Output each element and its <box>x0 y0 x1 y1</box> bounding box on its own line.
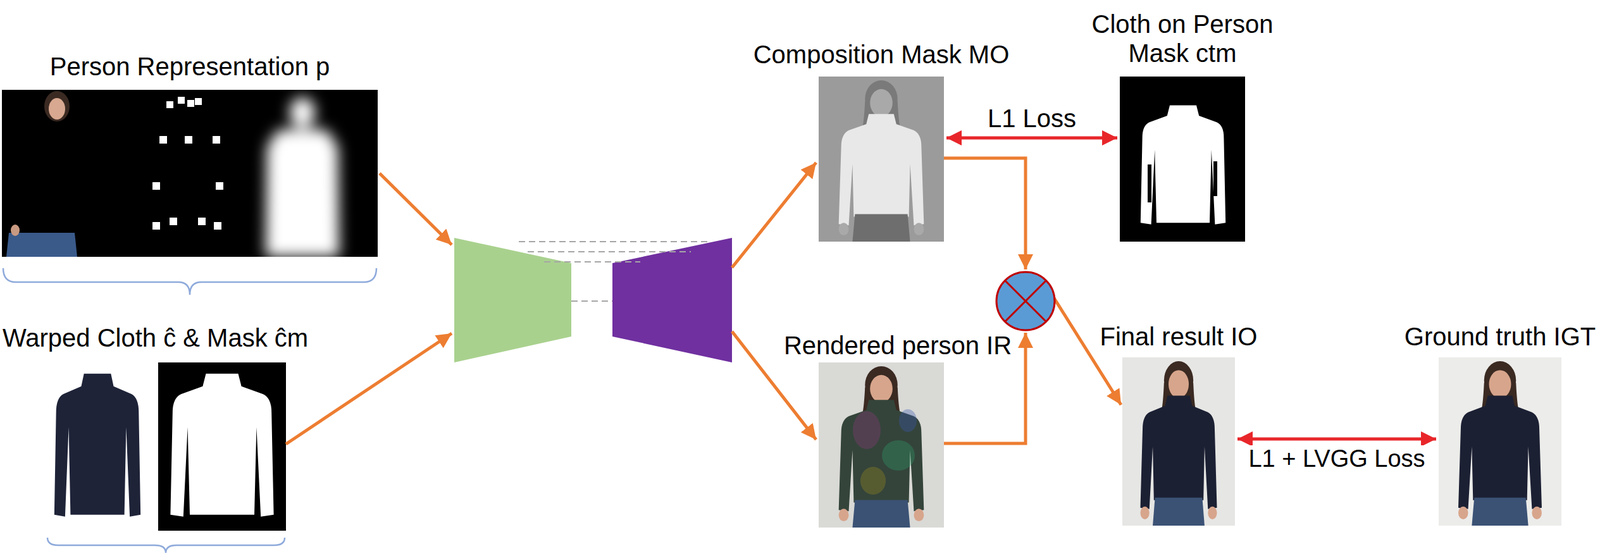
composition-mask-image: Composition Mask MO <box>818 76 944 242</box>
blurred-body-shape <box>265 97 340 257</box>
person-representation-panel: Person Representation p <box>1 89 378 257</box>
node-heading: Person Representation p <box>49 51 331 81</box>
node-heading: Rendered person IR <box>783 330 1012 360</box>
final-result-image: Final result IO <box>1122 357 1235 526</box>
mask-gap <box>1147 164 1152 203</box>
loss-label: L1 + LVGG Loss <box>1245 445 1428 474</box>
node-heading: Ground truth IGT <box>1404 322 1596 352</box>
face <box>48 98 66 120</box>
composition-mask-picture <box>818 76 944 242</box>
warped-cloth-images <box>46 362 286 531</box>
cloth-image <box>46 362 149 531</box>
group-bracket <box>3 268 377 295</box>
hand <box>10 224 20 236</box>
warped-cloth-panel: Warped Cloth ĉ & Mask ĉm <box>46 362 286 531</box>
loss-arrow <box>946 136 1118 140</box>
jeans <box>6 232 78 257</box>
mask-sweater <box>170 373 274 517</box>
loss-arrow <box>1237 437 1437 441</box>
final-result-picture <box>1122 357 1235 526</box>
flow-arrows <box>285 158 1122 445</box>
render-noise <box>852 409 917 495</box>
skip-connections <box>518 241 710 302</box>
rendered-person-picture <box>818 362 944 528</box>
node-heading: Final result IO <box>1100 322 1258 352</box>
cloth-mask-image <box>158 362 286 531</box>
ground-truth-picture <box>1438 357 1562 526</box>
encoder <box>454 237 572 363</box>
rendered-person-image: Rendered person IR <box>818 362 944 528</box>
node-heading: Cloth on Person Mask ctm <box>1078 9 1287 68</box>
cloth-on-person-mask-shape <box>1140 105 1226 224</box>
decoder <box>612 237 732 363</box>
cloth-sweater <box>54 373 141 517</box>
multiply-symbol <box>996 272 1055 331</box>
cloth-mask-image: Cloth on Person Mask ctm <box>1119 76 1246 242</box>
cloth-on-person-mask-picture <box>1119 76 1246 242</box>
pose-keypoints <box>152 96 224 230</box>
loss-label: L1 Loss <box>985 103 1079 133</box>
head-jeans-image <box>1 89 125 257</box>
node-heading: Composition Mask MO <box>753 39 1010 69</box>
pose-image <box>124 89 252 257</box>
hair <box>44 91 70 122</box>
ground-truth-image: Ground truth IGT <box>1438 357 1562 526</box>
group-bracket <box>47 537 285 553</box>
node-heading: Warped Cloth ĉ & Mask ĉm <box>2 323 309 353</box>
body-shape-image <box>251 89 378 257</box>
person-representation-images <box>1 89 378 257</box>
mask-gap <box>1213 161 1218 197</box>
